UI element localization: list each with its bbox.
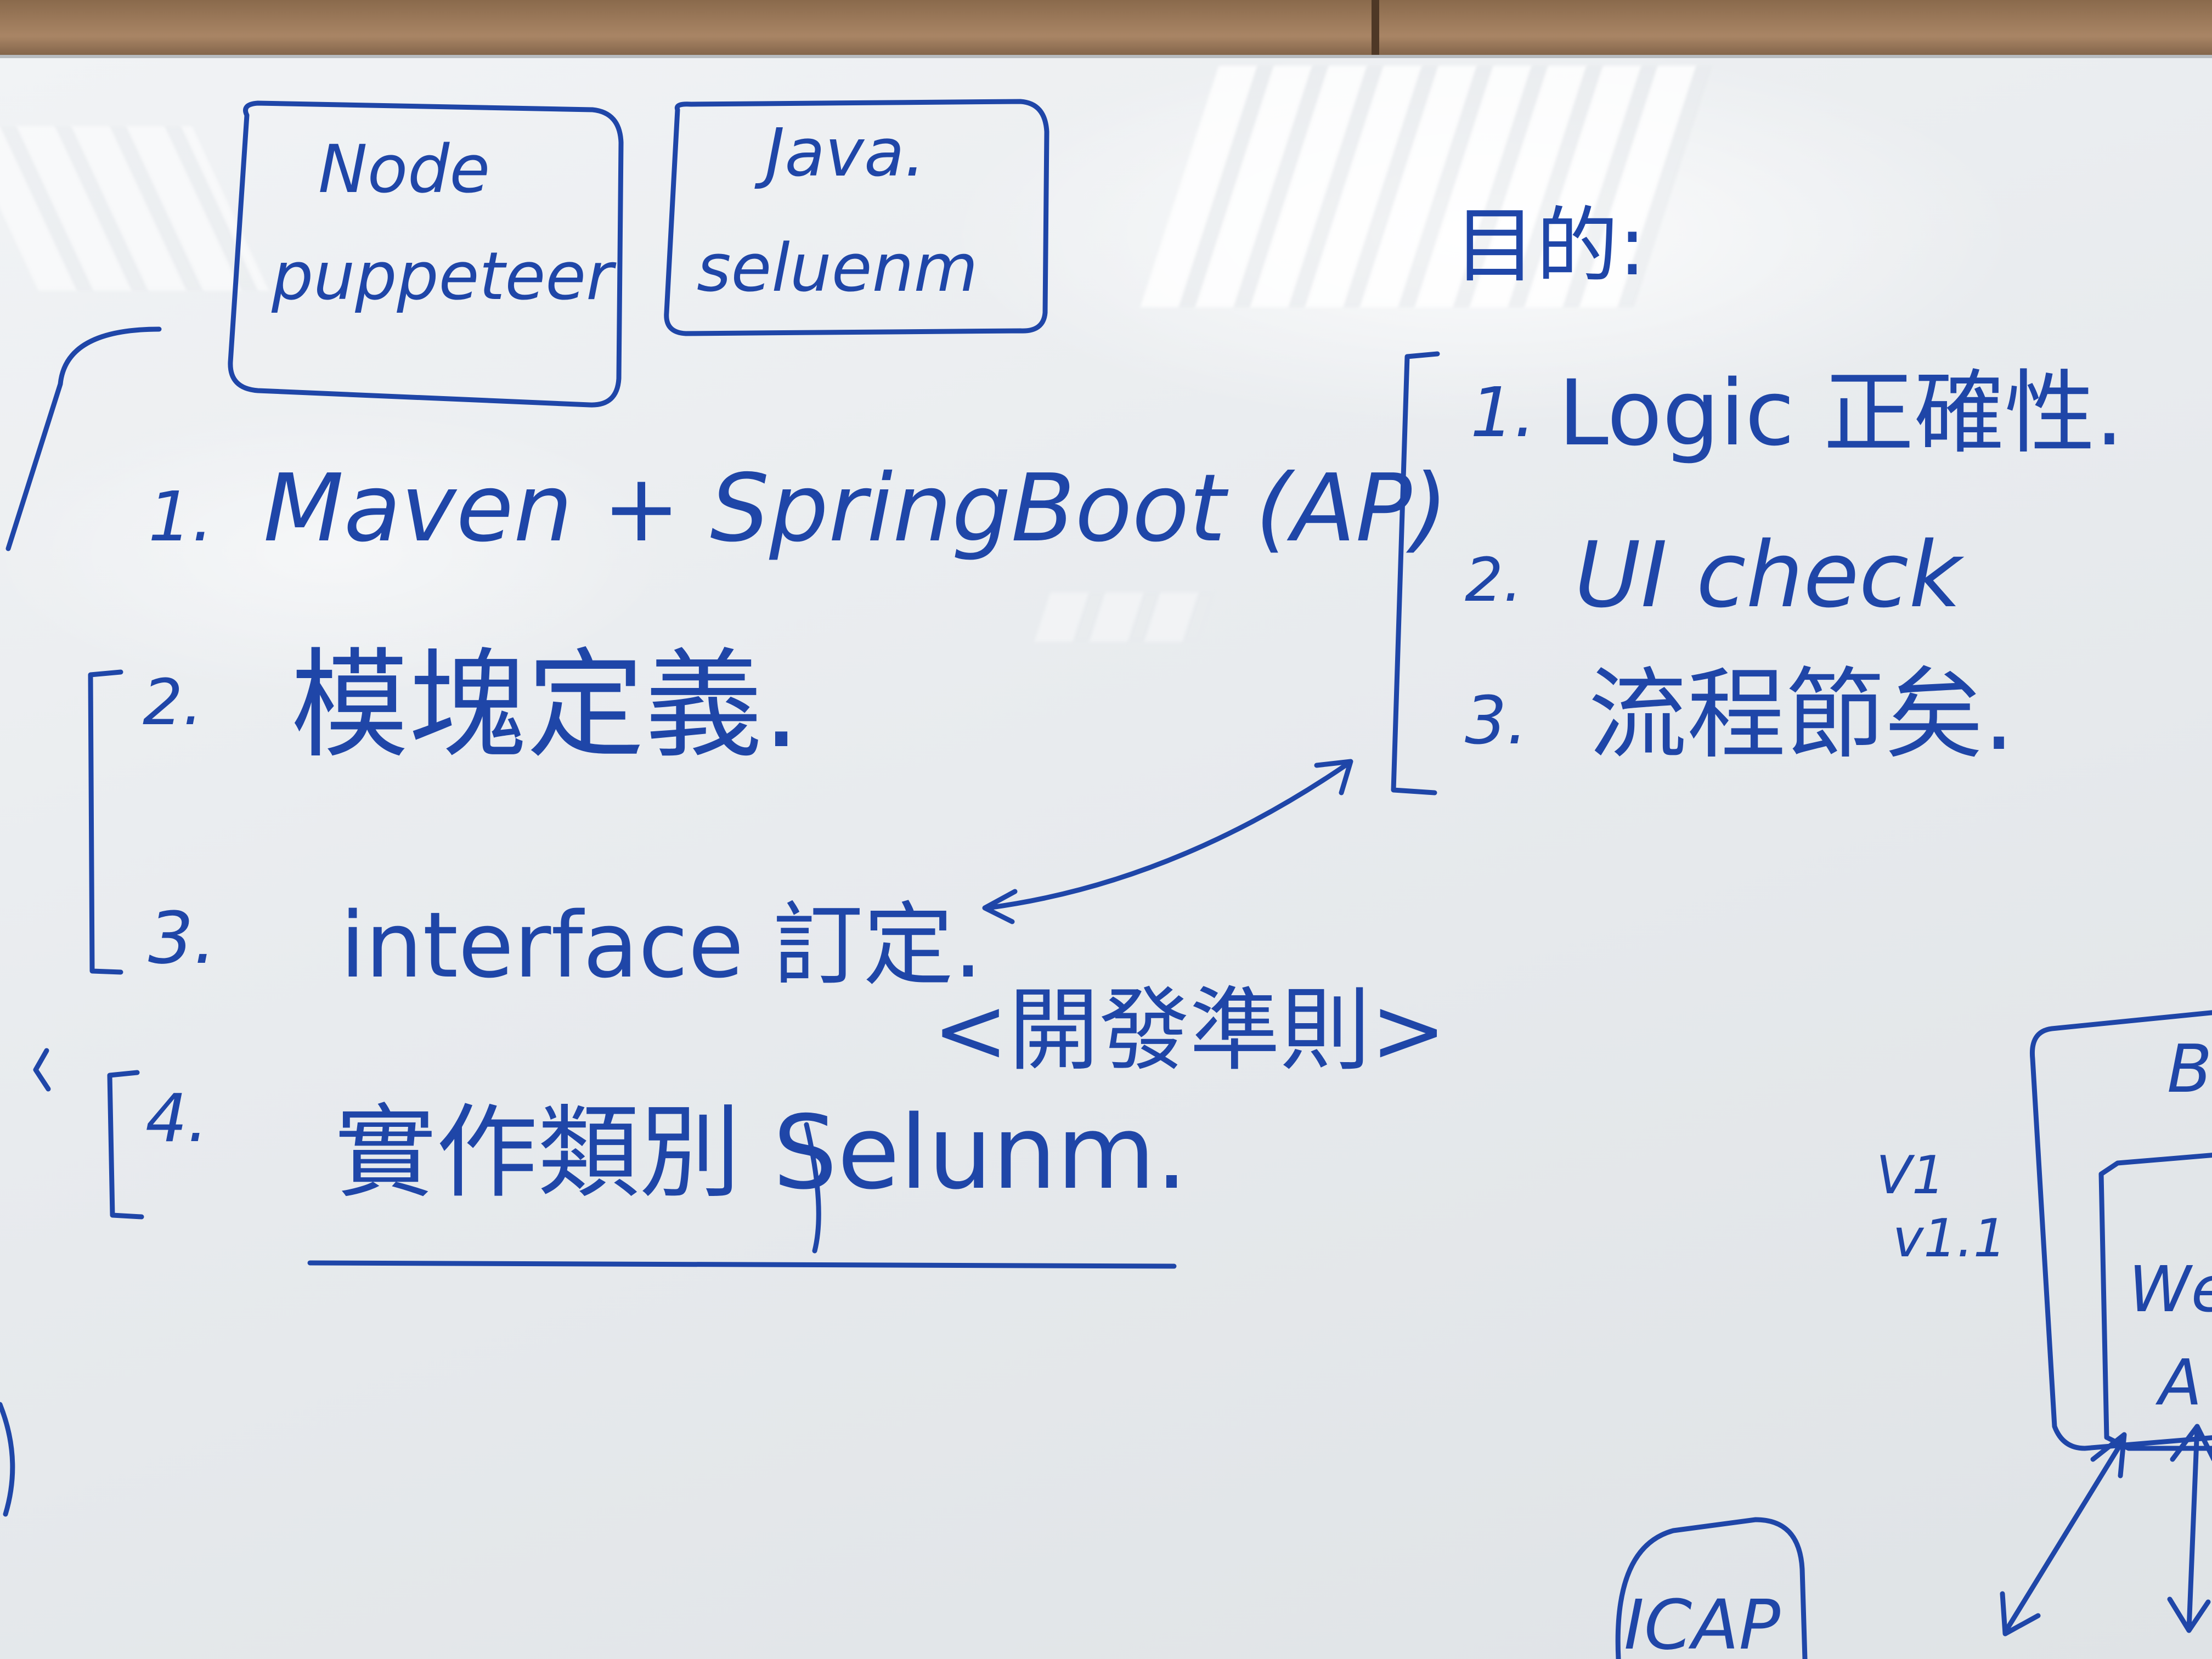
- diagram-arrow-diagonal: [2002, 1437, 2126, 1635]
- step-4-number: 4.: [145, 1081, 208, 1157]
- partial-diagram: B We A ICAP: [1615, 1010, 2212, 1659]
- step-4-bracket: [107, 1070, 144, 1220]
- step-4-close-bracket: [804, 1122, 821, 1254]
- step-4-underline: [307, 1260, 1177, 1269]
- diagram-partial-top: B: [2167, 1031, 2212, 1108]
- step-3-text: interface 訂定.: [340, 893, 983, 998]
- left-outer-bracket: [5, 326, 162, 551]
- purpose-3-text: 流程節矣.: [1588, 658, 2015, 772]
- icap-label: ICAP: [1624, 1585, 1781, 1659]
- step-2-text: 模塊定義.: [291, 636, 800, 774]
- version-v1: V1: [1876, 1146, 1945, 1206]
- whiteboard-surface: [0, 55, 2212, 1659]
- icap-box: [1615, 1517, 1808, 1659]
- diagram-outer-box: [2029, 1010, 2212, 1451]
- partial-circle: [0, 1402, 15, 1517]
- purpose-1-text: Logic 正確性.: [1558, 360, 2124, 466]
- double-arrow: [982, 759, 1353, 924]
- step-2-number: 2.: [143, 666, 203, 740]
- node-box-line1: Node: [318, 132, 490, 208]
- diagram-inner-box: [2098, 1153, 2212, 1451]
- step-4-text: 實作類別 Selunm.: [335, 1093, 1188, 1212]
- diagram-arrow-vertical: [2186, 1424, 2200, 1632]
- java-box: Java. seluenm: [664, 99, 1049, 336]
- version-v1-1: v1.1: [1893, 1209, 2006, 1269]
- step-1-text: Maven + SpringBoot (AP): [263, 454, 1448, 563]
- java-box-line1: Java.: [754, 115, 926, 191]
- purpose-3-number: 3.: [1465, 683, 1528, 759]
- step-1-number: 1.: [148, 477, 213, 557]
- step-2-3-bracket: [88, 669, 123, 975]
- java-box-line2: seluenm: [697, 230, 978, 307]
- purpose-bracket: [1391, 351, 1440, 795]
- purpose-2-number: 2.: [1465, 545, 1522, 615]
- wood-panel-seam: [1372, 0, 1379, 66]
- diagram-partial-mid-2: A: [2155, 1346, 2202, 1420]
- node-box-line2: puppeteer: [271, 239, 617, 315]
- purpose-title: 目的:: [1454, 199, 1646, 294]
- step-3-number: 3.: [148, 896, 216, 980]
- purpose-1-number: 1.: [1470, 373, 1536, 453]
- purpose-section: 目的: 1. Logic 正確性. 2. UI check 3. 流程節矣.: [1391, 199, 2124, 795]
- diagram-partial-mid-1: We: [2129, 1253, 2212, 1327]
- steps-list: 1. Maven + SpringBoot (AP) 2. 模塊定義. 3. i…: [33, 454, 1448, 1269]
- purpose-2-text: UI check: [1575, 522, 1964, 628]
- node-box: Node puppeteer: [228, 100, 624, 408]
- criteria-label: <開發準則>: [933, 978, 1447, 1083]
- small-chevron-mark: [33, 1048, 51, 1092]
